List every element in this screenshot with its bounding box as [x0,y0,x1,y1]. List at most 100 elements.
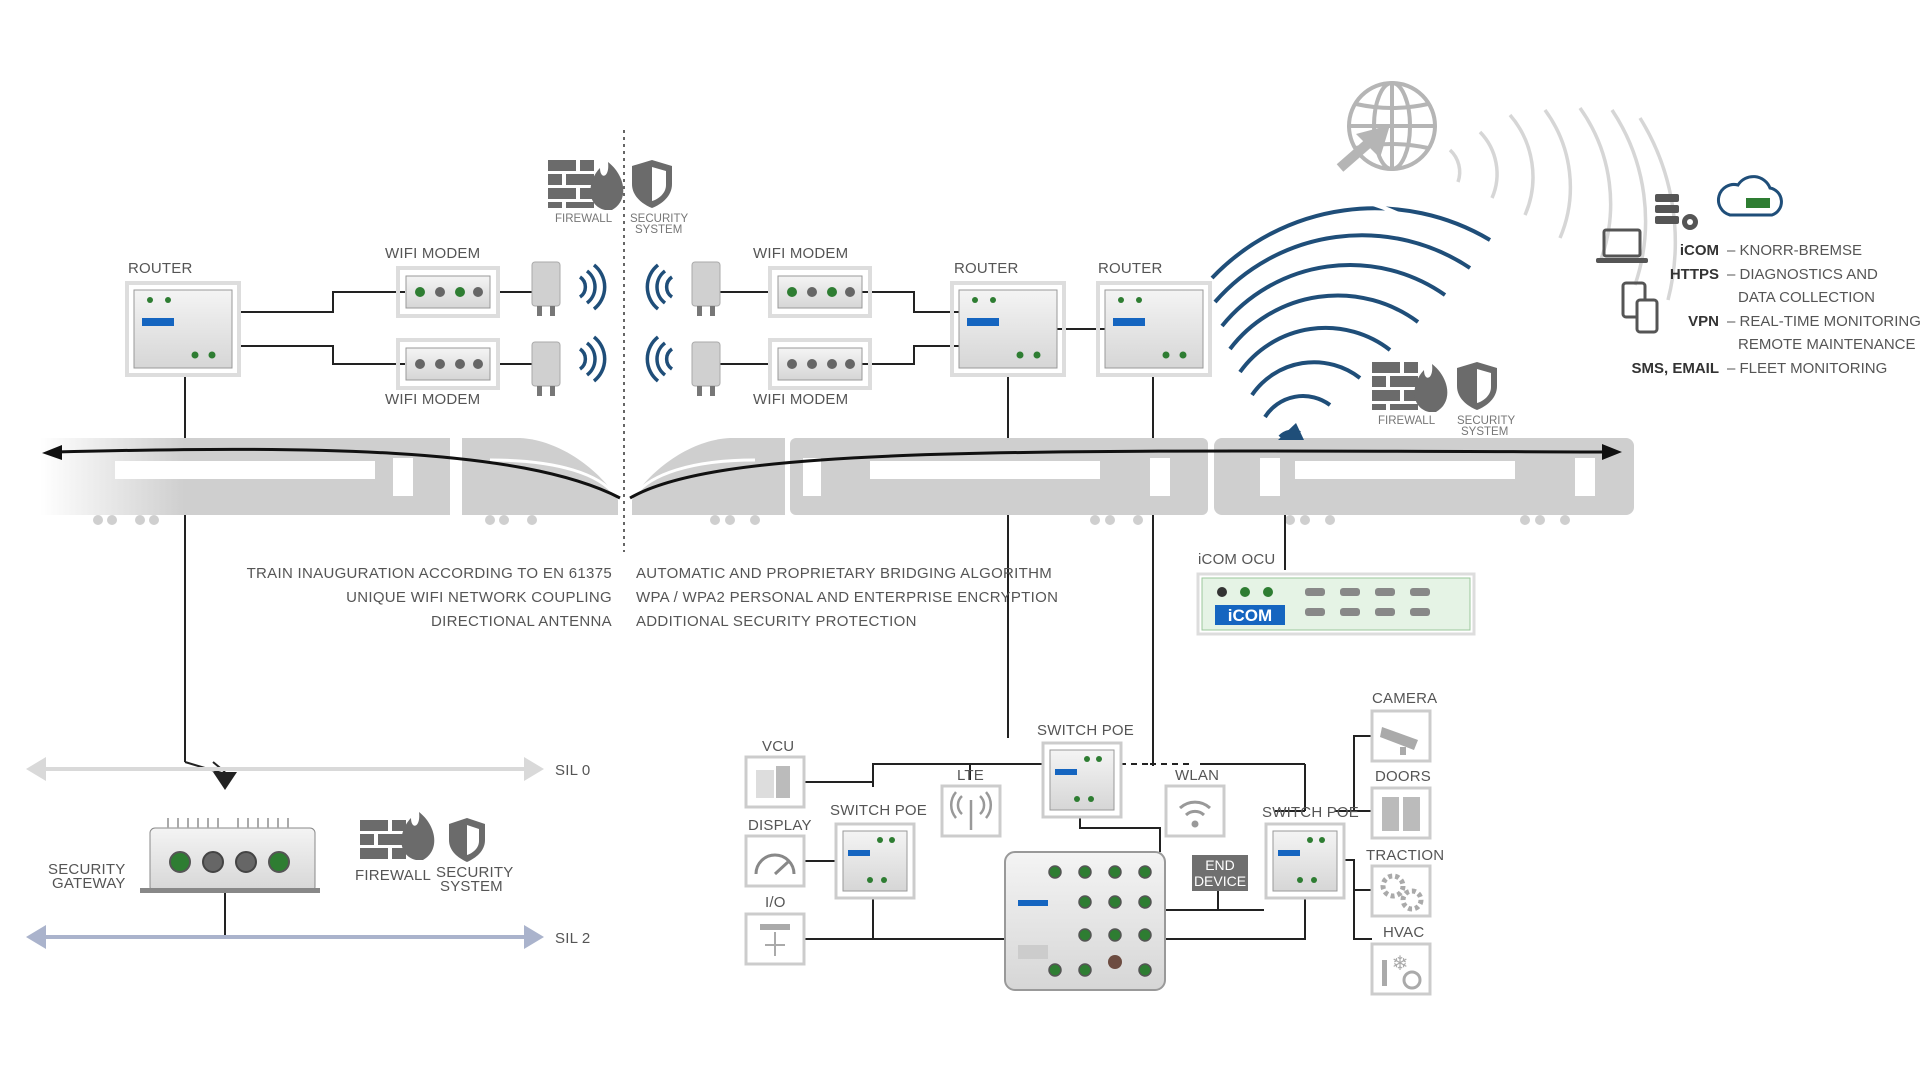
lte-label: LTE [957,767,984,784]
firewall-label: FIREWALL [1378,415,1436,427]
switch-poe-center: SWITCH POE [1037,722,1134,819]
switch-poe-label: SWITCH POE [1262,804,1359,821]
service-desc: – FLEET MONITORING [1727,360,1887,377]
service-key: iCOM [1680,242,1719,259]
antenna-left-bottom [531,341,561,396]
end-device-label: END [1205,857,1235,873]
firewall-icon: FIREWALL [1372,362,1448,427]
service-desc: – KNORR-BREMSE [1727,242,1862,259]
wifi-modem-right-bottom: WIFI MODEM [753,338,872,408]
service-desc: – REAL-TIME MONITORING, [1727,313,1920,330]
main-switch-device [1004,851,1166,991]
service-desc: – DIAGNOSTICS AND [1727,266,1878,283]
firewall-label: FIREWALL [355,867,431,884]
feature-text: DIRECTIONAL ANTENNA [431,613,612,630]
router-right-label: ROUTER [1098,260,1163,277]
cloud-icon [1717,175,1783,217]
antenna-right-bottom [691,341,721,396]
feature-text: ADDITIONAL SECURITY PROTECTION [636,613,917,630]
router-left-label: ROUTER [128,260,193,277]
wifi-icon [1178,800,1212,817]
switch-poe-label: SWITCH POE [830,802,927,819]
switch-poe-right: SWITCH POE [1262,804,1359,900]
hvac-device: HVAC ❄ [1370,924,1432,996]
shield-icon: SECURITY SYSTEM [1457,362,1515,438]
gauge-icon [754,853,796,876]
security-gateway-label: SECURITY [48,861,125,878]
service-desc: REMOTE MAINTENANCE [1738,336,1916,353]
firewall-label: FIREWALL [555,213,613,225]
service-desc: DATA COLLECTION [1738,289,1875,306]
cell-tower-icon [1278,423,1304,440]
feature-text: TRAIN INAUGURATION ACCORDING TO EN 61375 [247,565,612,582]
antenna-left-top [531,261,561,316]
vcu-label: VCU [762,738,794,755]
snowflake-icon: ❄ [1392,953,1409,975]
service-key: VPN [1688,313,1719,330]
doors-label: DOORS [1375,768,1431,785]
display-device: DISPLAY [744,817,811,888]
upload-arrow-icon [1336,125,1390,172]
security-gateway-device: SECURITY GATEWAY [48,818,320,893]
wifi-modem-label: WIFI MODEM [753,391,848,408]
io-label: I/O [765,894,786,911]
camera-label: CAMERA [1372,690,1437,707]
cellular-waves-faded [1448,106,1678,301]
services-list: iCOM – KNORR-BREMSE HTTPS – DIAGNOSTICS … [1631,242,1920,377]
wifi-modem-left-top: WIFI MODEM [385,245,500,318]
service-key: SMS, EMAIL [1631,360,1719,377]
wifi-modem-label: WIFI MODEM [753,245,848,262]
router-right: ROUTER [1096,260,1212,377]
sil0-label: SIL 0 [555,762,590,779]
switch-poe-left: SWITCH POE [830,802,927,900]
security-system-label: SYSTEM [440,878,503,895]
wifi-signal-icon [578,263,674,383]
security-system-label: SECURITY [630,213,688,225]
antenna-right-top [691,261,721,316]
lte-device: LTE [940,767,1002,838]
wifi-modem-label: WIFI MODEM [385,245,480,262]
wifi-modem-label: WIFI MODEM [385,391,480,408]
wlan-label: WLAN [1175,767,1219,784]
icom-logo: iCOM [1228,606,1272,625]
sil2-arrow: SIL 2 [26,925,590,949]
icom-ocu-label: iCOM OCU [1198,551,1275,568]
service-key: HTTPS [1670,266,1719,283]
feature-text: WPA / WPA2 PERSONAL AND ENTERPRISE ENCRY… [636,589,1058,606]
firewall-icon: FIREWALL [355,812,435,884]
shield-icon: SECURITY SYSTEM [436,818,513,895]
shield-icon: SECURITY SYSTEM [630,160,688,236]
globe-icon [1347,81,1437,171]
cellular-waves [1210,188,1492,439]
wlan-device: WLAN [1164,767,1226,838]
router-left: ROUTER [125,260,241,377]
hvac-label: HVAC [1383,924,1424,941]
antenna-icon [949,791,993,830]
traction-device: TRACTION [1366,847,1444,918]
features-left: TRAIN INAUGURATION ACCORDING TO EN 61375… [247,565,612,630]
laptop-icon [1596,228,1648,263]
feature-text: AUTOMATIC AND PROPRIETARY BRIDGING ALGOR… [636,565,1052,582]
end-device-label: DEVICE [1194,873,1246,889]
security-system-label: SYSTEM [1461,426,1508,438]
vcu-device: VCU [744,738,806,809]
train [40,438,1634,525]
router-mid: ROUTER [950,260,1066,377]
security-gateway-label: GATEWAY [52,875,126,892]
wifi-modem-right-top: WIFI MODEM [753,245,872,318]
io-device: I/O [744,894,806,966]
switch-poe-label: SWITCH POE [1037,722,1134,739]
camera-device: CAMERA [1370,690,1437,763]
security-system-label: SECURITY [436,864,513,881]
mobile-devices-icon [1621,281,1659,334]
doors-device: DOORS [1370,768,1432,840]
router-mid-label: ROUTER [954,260,1019,277]
icom-ocu-device: iCOM OCU iCOM [1196,551,1476,636]
features-right: AUTOMATIC AND PROPRIETARY BRIDGING ALGOR… [636,565,1058,630]
firewall-icon: FIREWALL [548,160,624,225]
sil2-label: SIL 2 [555,930,590,947]
sil0-arrow: SIL 0 [26,757,590,781]
security-system-label: SECURITY [1457,415,1515,427]
server-gear-icon [1655,194,1698,230]
